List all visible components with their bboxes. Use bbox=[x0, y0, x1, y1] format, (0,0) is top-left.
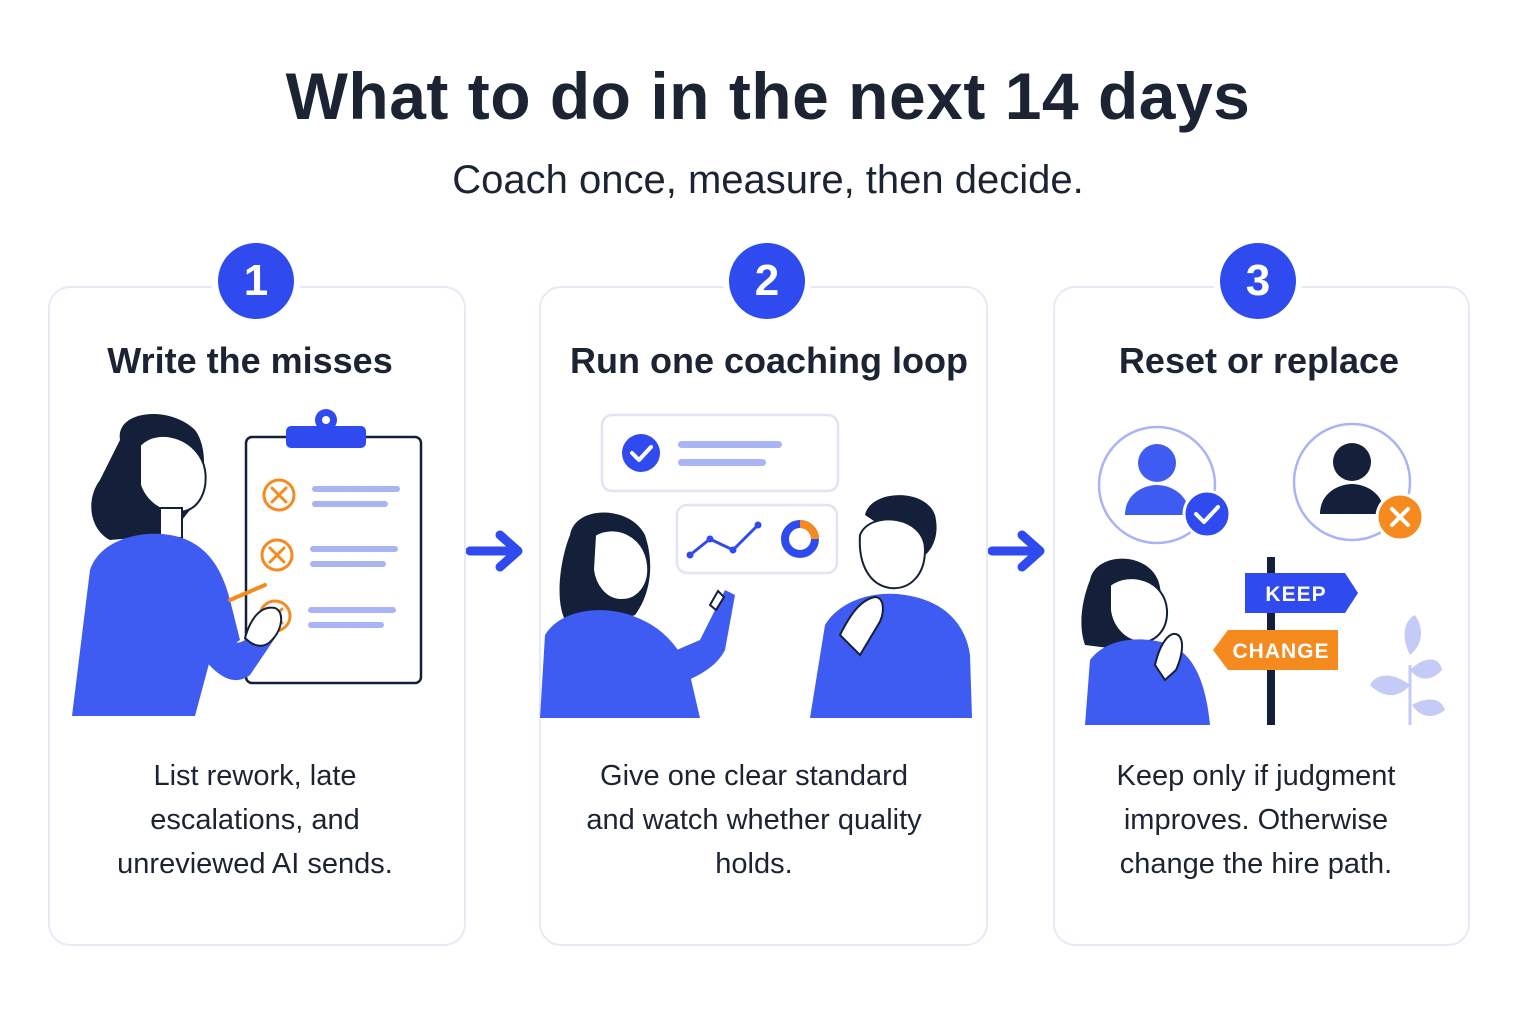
step-title-1: Write the misses bbox=[107, 340, 393, 381]
line-chart-icon bbox=[686, 521, 762, 559]
step-number-badge-2: 2 bbox=[729, 243, 805, 319]
write-misses-illustration bbox=[72, 409, 423, 716]
x-mark-icon bbox=[262, 478, 296, 512]
coaching-loop-illustration bbox=[540, 413, 972, 718]
check-icon bbox=[622, 434, 660, 472]
page-subtitle: Coach once, measure, then decide. bbox=[452, 158, 1084, 202]
person-icon bbox=[1125, 444, 1189, 515]
person-icon bbox=[72, 413, 283, 716]
step-title-2: Run one coaching loop bbox=[570, 340, 968, 381]
x-mark-icon bbox=[1375, 492, 1425, 542]
step-description-2: Give one clear standard and watch whethe… bbox=[586, 760, 922, 880]
step-description-3: Keep only if judgment improves. Otherwis… bbox=[1116, 760, 1396, 880]
step-title-3: Reset or replace bbox=[1118, 340, 1400, 381]
arrow-right-icon bbox=[466, 530, 523, 572]
reset-replace-illustration: KEEP CHANGE bbox=[1081, 422, 1445, 725]
plant-icon bbox=[1370, 615, 1445, 725]
page-title: What to do in the next 14 days bbox=[285, 59, 1251, 133]
person-icon bbox=[1081, 558, 1210, 725]
step-description-1: List rework, late escalations, and unrev… bbox=[117, 760, 393, 880]
keep-sign-label: KEEP bbox=[1265, 583, 1326, 606]
step-number-badge-1: 1 bbox=[218, 243, 294, 319]
change-sign-label: CHANGE bbox=[1232, 640, 1329, 663]
step-number-badge-3: 3 bbox=[1220, 243, 1296, 319]
donut-chart-icon bbox=[781, 520, 819, 558]
person-icon bbox=[810, 495, 972, 718]
person-icon bbox=[540, 512, 735, 718]
person-icon bbox=[1320, 443, 1384, 514]
signpost-icon: KEEP CHANGE bbox=[1213, 557, 1358, 725]
x-mark-icon bbox=[260, 538, 294, 572]
arrow-right-icon bbox=[988, 530, 1045, 572]
check-icon bbox=[1182, 489, 1232, 539]
